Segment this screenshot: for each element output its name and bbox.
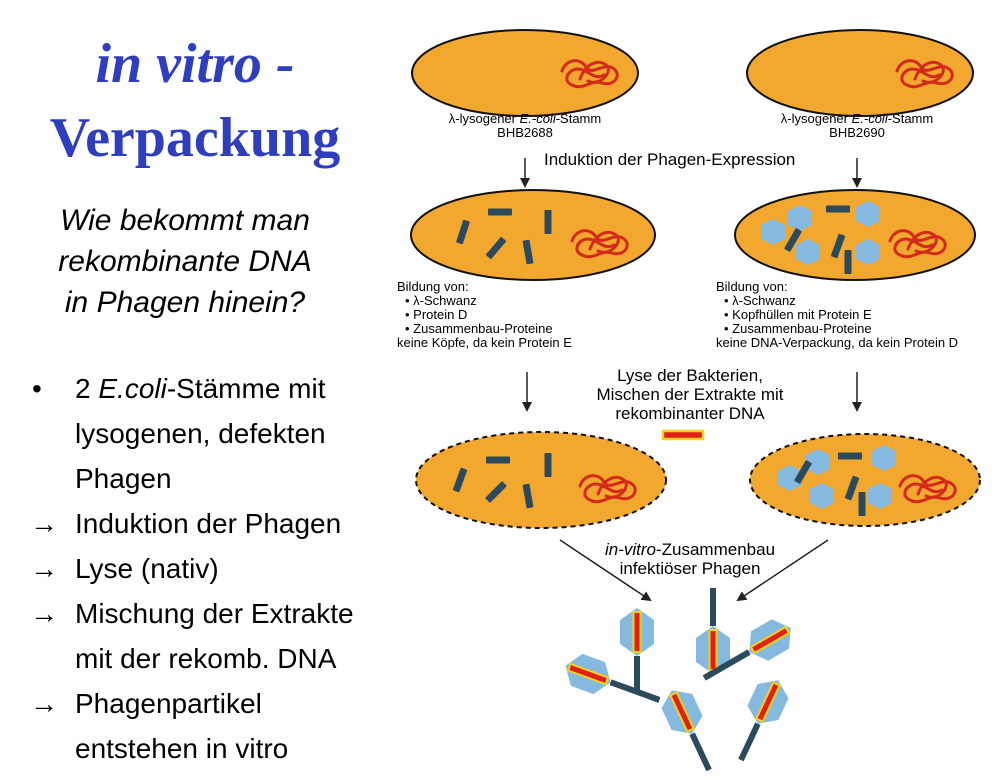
arrow-diagonal-icon [736, 539, 829, 602]
tail-icon [486, 456, 510, 464]
list-item: lysogenen, defekten [75, 418, 326, 449]
question-line: rekombinante DNA [58, 245, 312, 278]
strain-left-label: λ-lysogener E.-coli-Stamm BHB2688 [448, 111, 602, 140]
arrow-right-icon: → [30, 688, 58, 719]
list-item: →Phagenpartikel [30, 681, 400, 726]
tail-icon [488, 208, 512, 216]
phage-particle [702, 619, 791, 681]
list-item: →Lyse (nativ) [30, 546, 400, 591]
cell-left-row1 [411, 29, 639, 117]
arrow-diagonal-icon [559, 539, 652, 602]
question-line: Wie bekommt man [60, 204, 310, 237]
bullet-icon: • [32, 373, 42, 404]
tail-icon [544, 453, 552, 477]
tail-icon [826, 205, 850, 213]
tail-icon [544, 210, 552, 234]
recombinant-dna-icon [661, 429, 705, 441]
left-formation-list: Bildung von: • λ-Schwanz • Protein D • Z… [397, 279, 572, 350]
lysis-label: Lyse der Bakterien, Mischen der Extrakte… [596, 366, 784, 423]
arrow-right-icon: → [30, 508, 58, 539]
question-line: in Phagen hinein? [64, 286, 306, 319]
list-item: →Induktion der Phagen [30, 501, 400, 546]
list-item: mit der rekomb. DNA [75, 643, 337, 674]
induction-label: Induktion der Phagen-Expression [544, 150, 796, 169]
right-formation-list: Bildung von: • λ-Schwanz • Kopfhüllen mi… [716, 279, 959, 350]
arrow-right-icon: → [30, 553, 58, 584]
cell-left-row3 [415, 431, 667, 529]
assembly-label: in-vitro-Zusammenbau infektiöser Phagen [604, 540, 776, 578]
list-item: Phagen [75, 463, 172, 494]
tail-icon [858, 492, 866, 516]
question: Wie bekommt man rekombinante DNA in Phag… [25, 200, 345, 323]
list-item: →Mischung der Extrakte [30, 591, 400, 636]
cell-right-row1 [746, 29, 974, 117]
bullet-list: • 2 E.coli-Stämme mit lysogenen, defekte… [30, 366, 400, 771]
tail-icon [838, 452, 862, 460]
phage-particle [738, 680, 789, 762]
cell-left-row2 [410, 189, 656, 281]
list-item: entstehen in vitro [75, 733, 289, 764]
arrow-right-icon: → [30, 598, 58, 629]
list-item: • 2 E.coli-Stämme mit [30, 366, 400, 411]
phage-particle [620, 608, 654, 694]
strain-right-label: λ-lysogener E.-coli-Stamm BHB2690 [780, 111, 934, 140]
phage-particle [696, 588, 730, 674]
title-line-2: Verpackung [49, 107, 341, 169]
phage-particle [565, 653, 661, 703]
title-line-1: in vitro - [95, 33, 295, 95]
phage-particle [661, 690, 712, 772]
tail-icon [844, 250, 852, 274]
